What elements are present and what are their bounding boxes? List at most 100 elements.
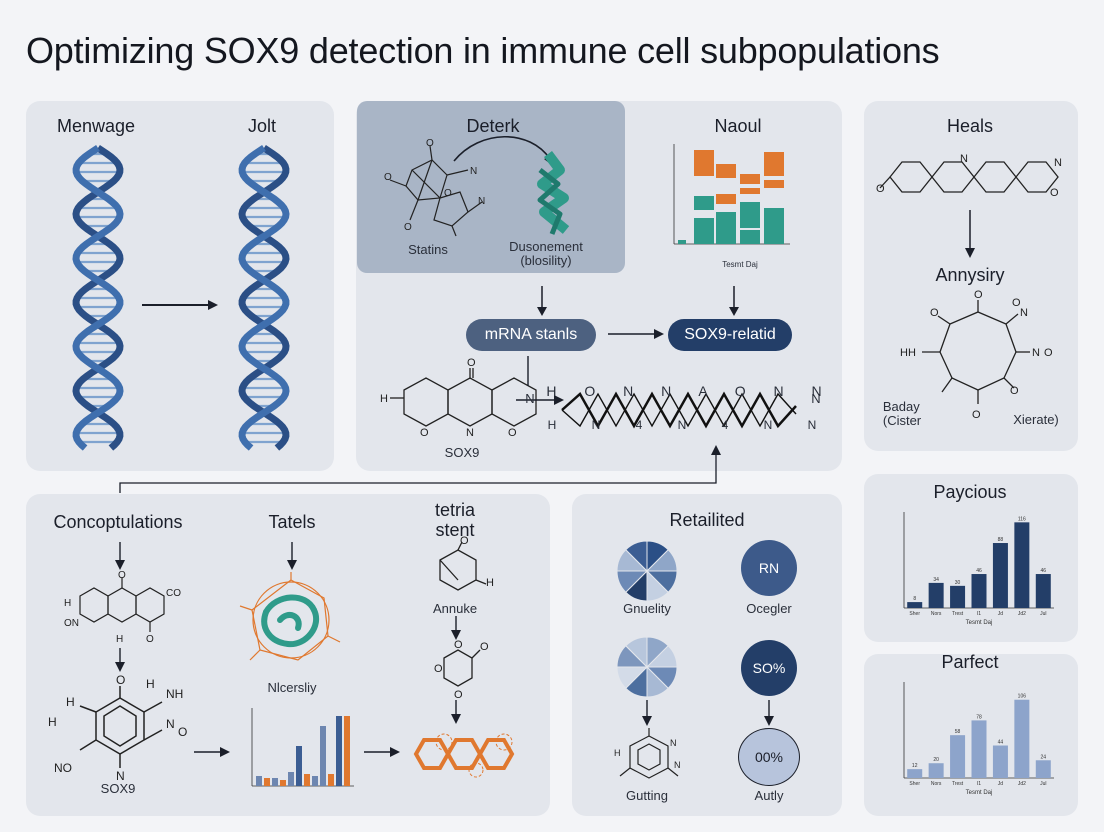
connector-line (119, 445, 721, 493)
dna-arrow (142, 300, 218, 310)
sox9-label: SOX9 (444, 445, 480, 460)
svg-text:O: O (1012, 297, 1021, 309)
strand-a (72, 145, 124, 451)
protein-structure (537, 151, 570, 235)
stacked-segment (678, 240, 686, 244)
dna-left-label: Menwage (56, 116, 136, 136)
chain-end-label: N (811, 391, 821, 406)
dna-helix-right (238, 145, 290, 451)
svg-text:N: N (478, 196, 485, 207)
svg-text:H: H (614, 748, 621, 758)
x-tick-label: Jul (1040, 611, 1046, 617)
bar-value-label: 58 (955, 729, 961, 735)
bar (971, 720, 987, 778)
protein-label-line1: Dusonement (509, 239, 583, 254)
bar-value-label: 106 (1018, 694, 1027, 700)
col1-arrow-2 (115, 648, 125, 672)
col2-caption: Nlcersliy (267, 680, 317, 695)
bar (971, 574, 987, 608)
svg-text:N: N (470, 166, 477, 177)
svg-text:O: O (508, 427, 517, 439)
parfect-chart: 12Sher20Nors58Trest78I144Jd106Jd224JulTe… (903, 682, 1054, 796)
sox9-related-pill: SOX9-relatid (668, 319, 792, 351)
stacked-segment (694, 196, 714, 210)
bar-value-label: 46 (976, 568, 982, 574)
svg-text:N: N (1032, 347, 1040, 359)
heals-left-label: Baday (Cister (883, 400, 921, 428)
bar (950, 735, 966, 778)
stacked-mini-chart (673, 144, 790, 245)
col-arrows (115, 542, 297, 570)
stacked-segment (716, 164, 736, 178)
svg-text:O: O (460, 535, 469, 547)
stacked-segment (694, 150, 714, 172)
dna-right-label: Jolt (247, 116, 277, 136)
pie-slice (625, 540, 648, 573)
mini-bar (312, 776, 318, 786)
rn-circle: RN (741, 540, 797, 596)
svg-text:O: O (1044, 347, 1053, 359)
bar (1035, 574, 1051, 608)
svg-text:NO: NO (54, 761, 72, 775)
mini-bar (320, 726, 326, 786)
heals-title: Heals (946, 116, 994, 136)
svg-text:H: H (380, 393, 388, 405)
page-title: Optimizing SOX9 detection in immune cell… (26, 30, 940, 71)
stacked-segment (764, 208, 784, 244)
bar-value-label: 44 (998, 740, 1004, 746)
svg-text:N: N (960, 153, 968, 165)
x-tick-label: I1 (977, 611, 981, 617)
stacked-segment (740, 174, 760, 184)
x-tick-label: I1 (977, 781, 981, 787)
svg-text:O: O (876, 183, 885, 195)
stacked-segment (740, 188, 760, 194)
x-tick-label: Trest (952, 611, 964, 617)
parfect-title: Parfect (941, 652, 999, 672)
svg-text:N: N (466, 427, 474, 439)
protein-label-line2: (blosility) (520, 253, 572, 268)
svg-text:N: N (116, 769, 125, 783)
bar (928, 763, 944, 778)
col1-to-chart-arrow (194, 747, 230, 757)
bar (1014, 522, 1030, 608)
col3-title-a: tetria (434, 500, 476, 520)
stacked-segment (694, 218, 714, 244)
svg-text:H: H (146, 677, 155, 691)
gutting-label: Gutting (626, 788, 668, 803)
bar (1035, 760, 1051, 778)
bar (992, 745, 1008, 778)
svg-text:N: N (1020, 307, 1028, 319)
retailited-title: Retailited (669, 510, 745, 530)
col1-sox9: SOX9 (100, 781, 136, 796)
svg-text:O: O (930, 307, 939, 319)
col2-title: Tatels (268, 512, 316, 532)
col3-arrow-2 (451, 700, 461, 724)
bar-value-label: 24 (1041, 754, 1047, 760)
svg-text:O: O (467, 357, 476, 369)
mini-bar (336, 716, 342, 786)
x-tick-label: Jd (998, 781, 1004, 787)
chart-to-rings-arrow (364, 747, 400, 757)
col3-arrow-1 (451, 616, 461, 640)
bar-value-label: 116 (1018, 516, 1026, 522)
col3-title-b: stent (435, 520, 475, 540)
mini-bar (264, 778, 270, 786)
stacked-segment (694, 170, 714, 176)
mini-bar-chart (251, 708, 354, 787)
autly-label: Autly (754, 788, 784, 803)
naoul-label: Naoul (714, 116, 762, 136)
bar (1014, 699, 1030, 778)
svg-text:O: O (404, 222, 412, 233)
bar-value-label: 30 (955, 580, 961, 586)
x-axis-label: Tesmt Daj (966, 790, 993, 796)
bar-value-label: 34 (933, 577, 939, 583)
svg-text:O: O (972, 409, 981, 421)
chain-bottom-letters: H N 4 N 4 N N (547, 418, 833, 432)
bar (907, 769, 923, 778)
x-tick-label: Nors (931, 781, 942, 787)
svg-text:O: O (480, 641, 489, 653)
panel-retailited (572, 494, 842, 816)
x-tick-label: Nors (931, 611, 942, 617)
statins-label: Statins (408, 242, 448, 257)
